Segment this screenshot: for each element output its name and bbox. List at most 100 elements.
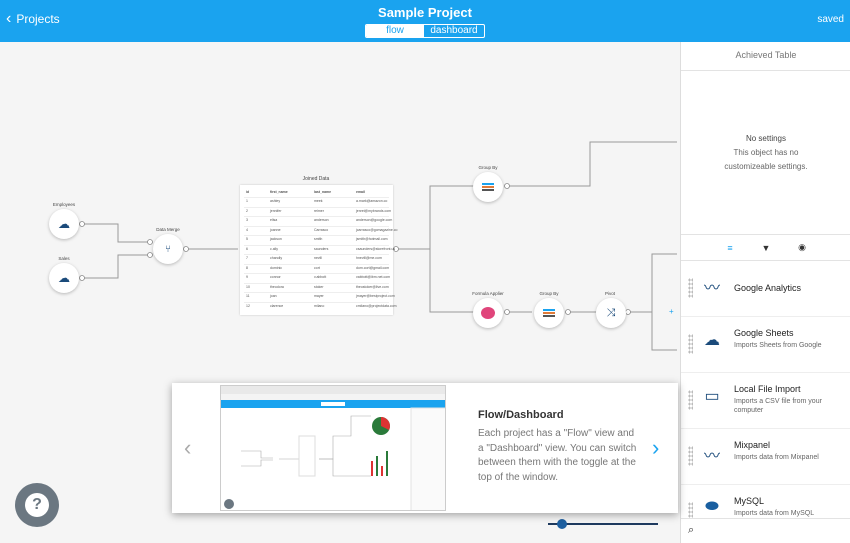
source-mixpanel[interactable]: 〰 Mixpanel Imports data from Mixpanel	[681, 430, 850, 485]
table-cell: jcarrasco@gomagazine.co	[356, 227, 398, 232]
tour-body: Each project has a "Flow" view and a "Da…	[478, 428, 637, 483]
table-cell: dominic	[270, 265, 283, 270]
node-label-pivot: Pivot	[604, 291, 615, 296]
table-cell: ashley	[270, 199, 281, 203]
source-mysql[interactable]: ⬬ MySQL Imports data from MySQL	[681, 486, 850, 541]
question-icon: ?	[25, 493, 49, 517]
source-google-sheets[interactable]: ☁ Google Sheets Imports Sheets from Goog…	[681, 318, 850, 373]
previous-slide-icon[interactable]: ‹	[184, 435, 192, 460]
table-cell: stoker	[314, 284, 324, 289]
table-cell: Carrasco	[314, 227, 329, 232]
group-by-node-top[interactable]	[473, 172, 503, 202]
cloud-download-icon: ☁	[58, 271, 70, 285]
table-header-cell: first_name	[270, 190, 288, 194]
table-cell: cort	[314, 265, 320, 270]
data-merge-node[interactable]: ⑂	[153, 234, 183, 264]
source-desc: Imports data from Mixpanel	[734, 454, 819, 461]
table-cell: elisa	[270, 218, 278, 222]
table-row	[244, 244, 389, 246]
table-cell: smith	[314, 237, 323, 241]
table-header-cell: email	[356, 190, 365, 194]
formula-applier-node[interactable]	[473, 298, 503, 328]
back-label: Projects	[16, 12, 60, 26]
zoom-slider[interactable]	[548, 519, 658, 529]
drag-handle[interactable]	[688, 446, 693, 466]
help-button[interactable]: ?	[15, 483, 59, 527]
table-cell: jackson	[270, 237, 282, 241]
panel-tabs: ≡ ▼ ◉	[681, 234, 850, 261]
table-row	[244, 206, 389, 208]
table-row	[244, 263, 389, 265]
table-cell: 4	[246, 227, 248, 232]
filter-icon[interactable]: ▼	[761, 242, 771, 253]
toggle-dashboard[interactable]: dashboard	[430, 25, 478, 36]
source-local-file-import[interactable]: ▭ Local File Import Imports a CSV file f…	[681, 374, 850, 429]
drag-handle[interactable]	[688, 502, 693, 522]
settings-message: No settings This object has no customize…	[681, 132, 850, 174]
onboarding-tour-card: ‹	[172, 383, 678, 513]
eye-icon[interactable]: ◉	[798, 242, 806, 252]
divider	[681, 70, 850, 71]
source-desc: Imports Sheets from Google	[734, 342, 822, 349]
source-desc: Imports a CSV file from your computer	[734, 398, 822, 414]
group-by-node-bottom[interactable]	[534, 298, 564, 328]
tour-screenshot	[220, 385, 446, 511]
table-header-cell: id	[246, 190, 250, 194]
panel-search[interactable]: ⌕	[681, 518, 850, 543]
employees-node[interactable]: ☁	[49, 209, 79, 239]
table-row	[244, 273, 389, 274]
table-cell: mayer	[314, 294, 324, 298]
table-cell: 8	[246, 265, 248, 270]
back-to-projects-button[interactable]: ‹ Projects	[6, 10, 60, 27]
table-cell: connor	[270, 275, 281, 279]
table-cell: v.abbott	[314, 275, 327, 279]
node-label-data-merge: Data Merge	[156, 227, 180, 232]
drag-handle[interactable]	[688, 334, 693, 354]
settings-body: This object has no customizeable setting…	[724, 148, 808, 171]
pivot-node[interactable]: ⤨	[596, 298, 626, 328]
table-cell: anderson	[314, 218, 329, 222]
settings-heading: No settings	[745, 134, 787, 143]
cloud-download-icon: ☁	[704, 332, 720, 349]
sales-node[interactable]: ☁	[49, 263, 79, 293]
source-name: Mixpanel	[734, 440, 771, 450]
analytics-icon: 〰	[703, 280, 720, 297]
table-cell: hnevill@me.com	[356, 256, 382, 260]
table-cell: 1	[246, 199, 248, 203]
cloud-download-icon: ☁	[58, 217, 70, 231]
toggle-flow[interactable]: flow	[366, 25, 424, 37]
panel-title: Achieved Table	[735, 50, 797, 60]
table-cell: reimer	[314, 208, 324, 213]
save-status: saved	[817, 14, 844, 25]
project-title: Sample Project	[378, 5, 472, 20]
drag-handle[interactable]	[688, 278, 693, 298]
node-label-group-by-bottom: Group By	[539, 291, 559, 296]
table-cell: a.mark@amazon.co	[356, 199, 388, 203]
svg-text:+: +	[669, 307, 674, 316]
table-cell: dom.cort@gmail.com	[356, 265, 390, 270]
monitor-icon: ▭	[704, 388, 720, 405]
table-cell: nevill	[314, 256, 322, 260]
table-row	[244, 216, 389, 217]
zoom-slider-handle[interactable]	[557, 519, 568, 529]
source-name: Google Sheets	[734, 328, 794, 338]
table-row	[244, 254, 389, 255]
search-icon[interactable]: ⌕	[688, 524, 695, 536]
source-desc: Imports data from MySQL	[734, 510, 815, 517]
table-cell: joanne	[270, 227, 281, 232]
source-google-analytics[interactable]: 〰 Google Analytics	[681, 262, 850, 317]
database-icon[interactable]: ≡	[727, 242, 733, 253]
mysql-icon: ⬬	[705, 498, 719, 515]
next-slide-icon[interactable]: ›	[652, 435, 660, 460]
view-toggle: flow dashboard	[365, 24, 485, 38]
table-cell: jenrei@mybrands.com	[356, 208, 392, 213]
table-cell: theodora	[270, 284, 284, 289]
mixpanel-icon: 〰	[703, 448, 720, 465]
drag-handle[interactable]	[688, 390, 693, 410]
chevron-left-icon: ‹	[6, 10, 12, 27]
table-row	[244, 292, 389, 293]
node-label-joined-data: Joined Data	[302, 176, 330, 182]
table-header-cell: last_name	[314, 190, 332, 194]
right-panel: Achieved Table No settings This object h…	[680, 42, 850, 543]
